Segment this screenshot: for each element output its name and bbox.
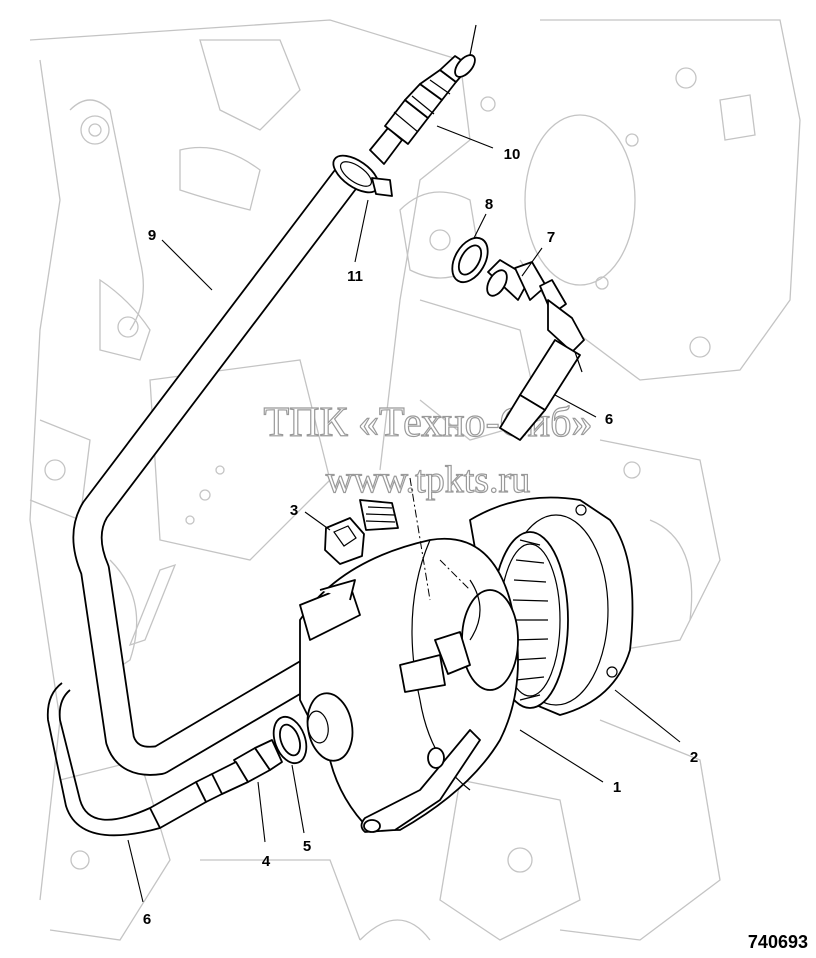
callout-6-lower: 6 [143, 911, 151, 928]
part-7-connector [486, 259, 585, 353]
part-6-tube-upper [499, 339, 583, 441]
leader-6-lower [127, 839, 144, 903]
callout-11: 11 [347, 268, 363, 285]
watermark: ТПК «Техно-Сиб» www.tpkts.ru [263, 399, 593, 501]
leader-1 [519, 729, 604, 783]
leader-7 [521, 247, 543, 277]
assembly-axis [409, 477, 431, 601]
watermark-website: www.tpkts.ru [326, 459, 530, 501]
part-10-hose-adaptor [369, 24, 477, 165]
part-8-seal-ring [451, 237, 489, 283]
leader-11 [354, 199, 369, 263]
callout-7: 7 [547, 229, 555, 246]
leader-4 [257, 781, 266, 843]
callout-9: 9 [148, 227, 156, 244]
callout-4: 4 [262, 853, 271, 870]
part-11-hose-clamp [332, 154, 393, 197]
part-4-connector [195, 739, 283, 803]
leader-3 [304, 511, 331, 531]
leader-6-upper [554, 394, 597, 418]
callout-5: 5 [303, 838, 311, 855]
callout-3: 3 [290, 502, 298, 519]
part-5-seal-ring [272, 715, 308, 765]
figure-number: 740693 [748, 932, 808, 952]
callout-1: 1 [613, 779, 621, 796]
leader-2 [614, 689, 681, 743]
callout-10: 10 [504, 146, 521, 163]
leader-lines [127, 125, 681, 903]
assembly-axis-2 [439, 559, 471, 591]
leader-5 [291, 764, 305, 834]
part-3-bolt [324, 499, 399, 565]
callout-2: 2 [690, 749, 698, 766]
callout-8: 8 [485, 196, 493, 213]
leader-10 [436, 125, 494, 149]
leader-9 [161, 239, 213, 291]
callout-6-upper: 6 [605, 411, 613, 428]
leader-8 [473, 213, 487, 239]
part-1-pump-body [299, 537, 519, 833]
part-6-pipe-lower [46, 682, 207, 837]
callout-numbers: 1 2 3 4 5 6 6 7 8 9 10 11 [143, 146, 698, 928]
